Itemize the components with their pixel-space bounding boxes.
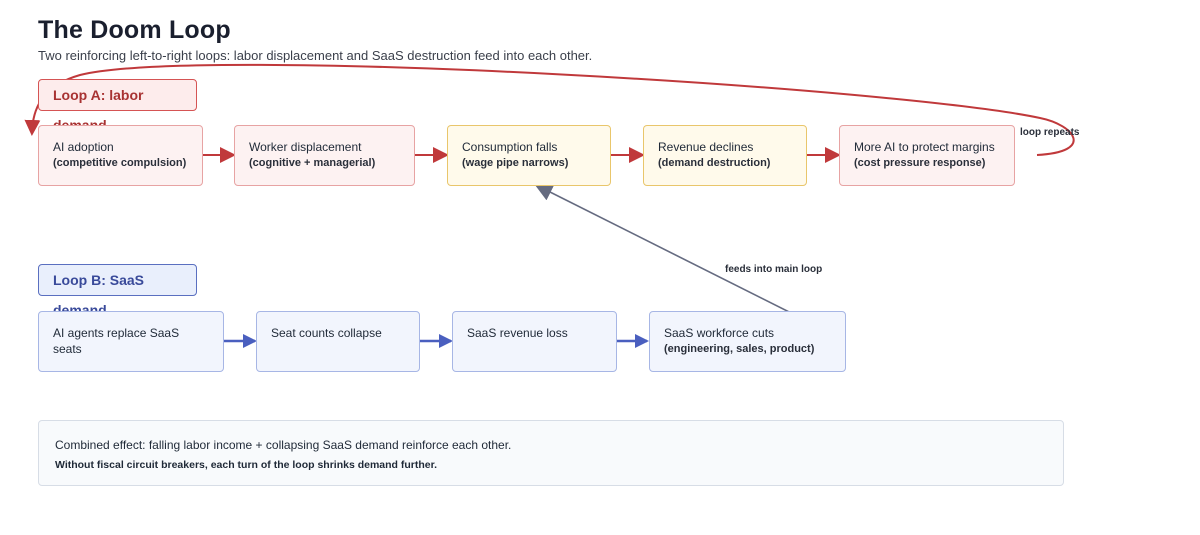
node-sub-text: (cost pressure response) bbox=[854, 157, 986, 169]
node-main-text: More AI to protect margins bbox=[854, 140, 995, 154]
node-main-text: Worker displacement bbox=[249, 140, 362, 154]
loop-a-label: Loop A: labor demand bbox=[38, 79, 197, 133]
node-sub-text: (competitive compulsion) bbox=[53, 157, 187, 169]
node-seat-counts: Seat counts collapse bbox=[256, 311, 420, 372]
node-sub-text: (wage pipe narrows) bbox=[462, 157, 569, 169]
node-main-text: Seat counts collapse bbox=[271, 326, 382, 340]
node-saas-revenue-loss: SaaS revenue loss bbox=[452, 311, 617, 372]
node-sub-text: (cognitive + managerial) bbox=[249, 157, 376, 169]
effect-line-2: Without fiscal circuit breakers, each tu… bbox=[55, 459, 438, 471]
node-sub-text: (engineering, sales, product) bbox=[664, 343, 815, 355]
node-worker-displacement: Worker displacement (cognitive + manager… bbox=[234, 125, 415, 186]
feeds-into-main-label: feeds into main loop bbox=[725, 264, 823, 275]
node-sub-text: (demand destruction) bbox=[658, 157, 771, 169]
node-saas-workforce-cuts: SaaS workforce cuts (engineering, sales,… bbox=[649, 311, 846, 372]
node-main-text: SaaS revenue loss bbox=[467, 326, 568, 340]
page-subtitle: Two reinforcing left-to-right loops: lab… bbox=[38, 48, 593, 63]
node-ai-agents: AI agents replace SaaS seats bbox=[38, 311, 224, 372]
node-main-text: AI adoption bbox=[53, 140, 114, 154]
loop-repeat-arrow bbox=[24, 63, 1075, 156]
combined-effect-box: Combined effect: falling labor income + … bbox=[38, 420, 1064, 486]
loop-b-label: Loop B: SaaS demand bbox=[38, 264, 197, 318]
page-title: The Doom Loop bbox=[38, 16, 231, 44]
node-revenue-declines: Revenue declines (demand destruction) bbox=[643, 125, 807, 186]
node-main-text: AI agents replace SaaS seats bbox=[53, 326, 180, 356]
loop-repeats-label: loop repeats bbox=[1020, 127, 1080, 138]
node-main-text: Consumption falls bbox=[462, 140, 558, 154]
node-ai-adoption: AI adoption (competitive compulsion) bbox=[38, 125, 203, 186]
effect-line-1: Combined effect: falling labor income + … bbox=[55, 438, 512, 452]
node-main-text: SaaS workforce cuts bbox=[664, 326, 775, 340]
node-more-ai: More AI to protect margins (cost pressur… bbox=[839, 125, 1015, 186]
node-consumption-falls: Consumption falls (wage pipe narrows) bbox=[447, 125, 611, 186]
node-main-text: Revenue declines bbox=[658, 140, 754, 154]
